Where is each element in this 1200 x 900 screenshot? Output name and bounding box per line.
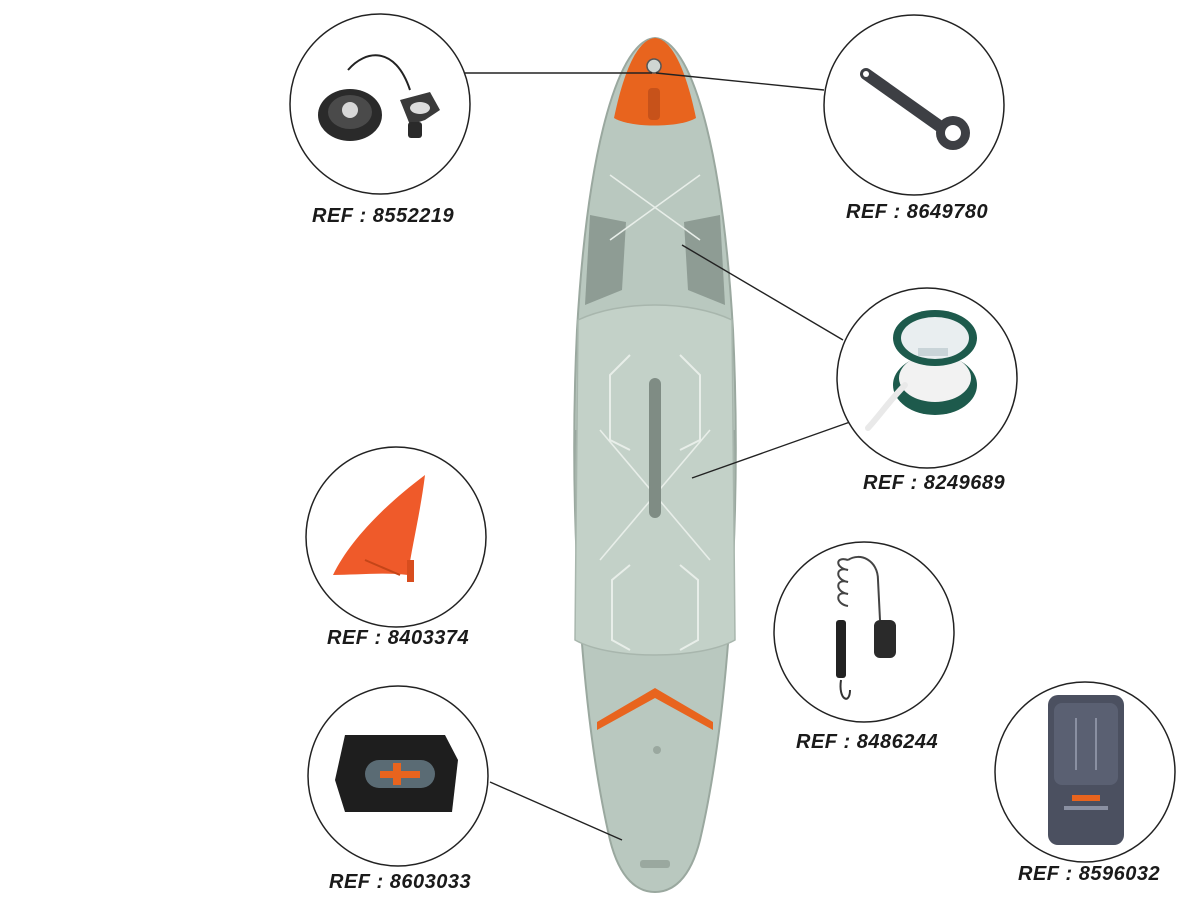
ref-label-valve: REF : 8552219 [312, 205, 455, 227]
tail-chevron [597, 688, 713, 730]
fin-icon [333, 475, 425, 582]
tail-valve [653, 746, 661, 754]
ref-label-valve-key: REF : 8649780 [846, 201, 988, 223]
center-handle [649, 378, 661, 518]
nose-valve [646, 58, 662, 74]
ref-label-backpack: REF : 8596032 [1018, 863, 1160, 885]
deck-grooves [609, 354, 701, 651]
part-backpack: REF : 8596032 [994, 681, 1176, 885]
nose-handle [648, 88, 660, 120]
valve-key-icon [860, 68, 970, 150]
part-valve: REF : 8552219 [289, 13, 471, 227]
board-nose [614, 38, 696, 126]
leader-cord-top [681, 244, 844, 341]
part-bungee-cord: REF : 8249689 [836, 287, 1018, 494]
leader-cord-mid [691, 421, 851, 479]
tail-handle [640, 860, 670, 868]
part-leash: REF : 8486244 [773, 541, 955, 753]
side-panel-left-top [585, 215, 626, 305]
valve-icon [318, 54, 440, 141]
leader-fin-box [489, 781, 623, 841]
part-valve-key: REF : 8649780 [823, 14, 1005, 223]
fin-box-icon [335, 735, 458, 812]
part-fin: REF : 8403374 [305, 446, 487, 649]
cord-spool-icon [865, 310, 977, 431]
ref-label-bungee-cord: REF : 8249689 [863, 472, 1006, 494]
ref-label-fin-box: REF : 8603033 [329, 871, 471, 893]
side-panel-right-top [684, 215, 725, 305]
paddle-board [573, 36, 737, 894]
leader-valve-key [655, 72, 825, 91]
part-fin-box: REF : 8603033 [307, 685, 489, 893]
leash-icon [836, 555, 896, 700]
backpack-icon [1048, 695, 1124, 845]
leader-lines [465, 72, 851, 841]
ref-label-fin: REF : 8403374 [327, 627, 469, 649]
ref-label-leash: REF : 8486244 [796, 731, 938, 753]
